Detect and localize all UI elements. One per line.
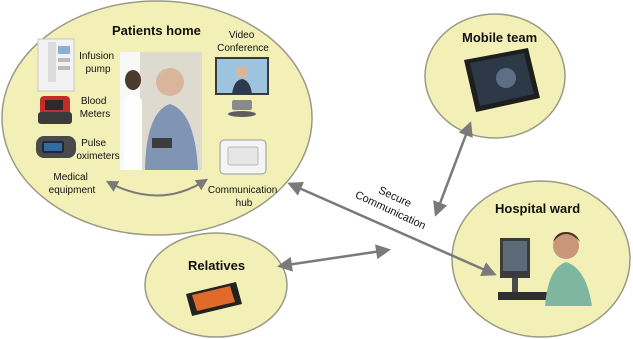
video-conference-label: Video Conference	[217, 30, 269, 54]
communication-hub-icon	[219, 139, 267, 175]
equipment-hub-arrow	[105, 178, 209, 197]
tablet-icon	[464, 48, 540, 112]
secure-communication-label: Secure Communication	[353, 176, 433, 232]
patients-home-title: Patients home	[112, 23, 201, 38]
infusion-pump-label: Infusion pump	[79, 51, 117, 75]
communication-hub-label: Communication hub	[208, 185, 280, 209]
mobile-team-title: Mobile team	[462, 30, 537, 45]
phone-icon	[186, 282, 242, 316]
hospital-ward-title: Hospital ward	[495, 201, 580, 216]
relatives-title: Relatives	[188, 258, 245, 273]
pulse-oximeters-label: Pulse oximeters	[76, 138, 119, 162]
relatives-bubble	[144, 232, 288, 338]
mobile-hospital-arrow	[433, 121, 473, 217]
medical-equipment-label: Medical equipment	[49, 172, 96, 196]
nurse-photo	[498, 232, 592, 306]
home-hospital-arrow	[287, 181, 497, 277]
patient-photo	[120, 52, 202, 170]
blood-meters-label: Blood Meters	[80, 96, 111, 120]
video-conference-icon	[215, 57, 269, 117]
infusion-pump-icon	[37, 38, 75, 92]
relatives-link-arrow	[277, 244, 391, 272]
blood-meter-icon	[38, 96, 72, 124]
pulse-oximeter-icon	[36, 136, 76, 158]
